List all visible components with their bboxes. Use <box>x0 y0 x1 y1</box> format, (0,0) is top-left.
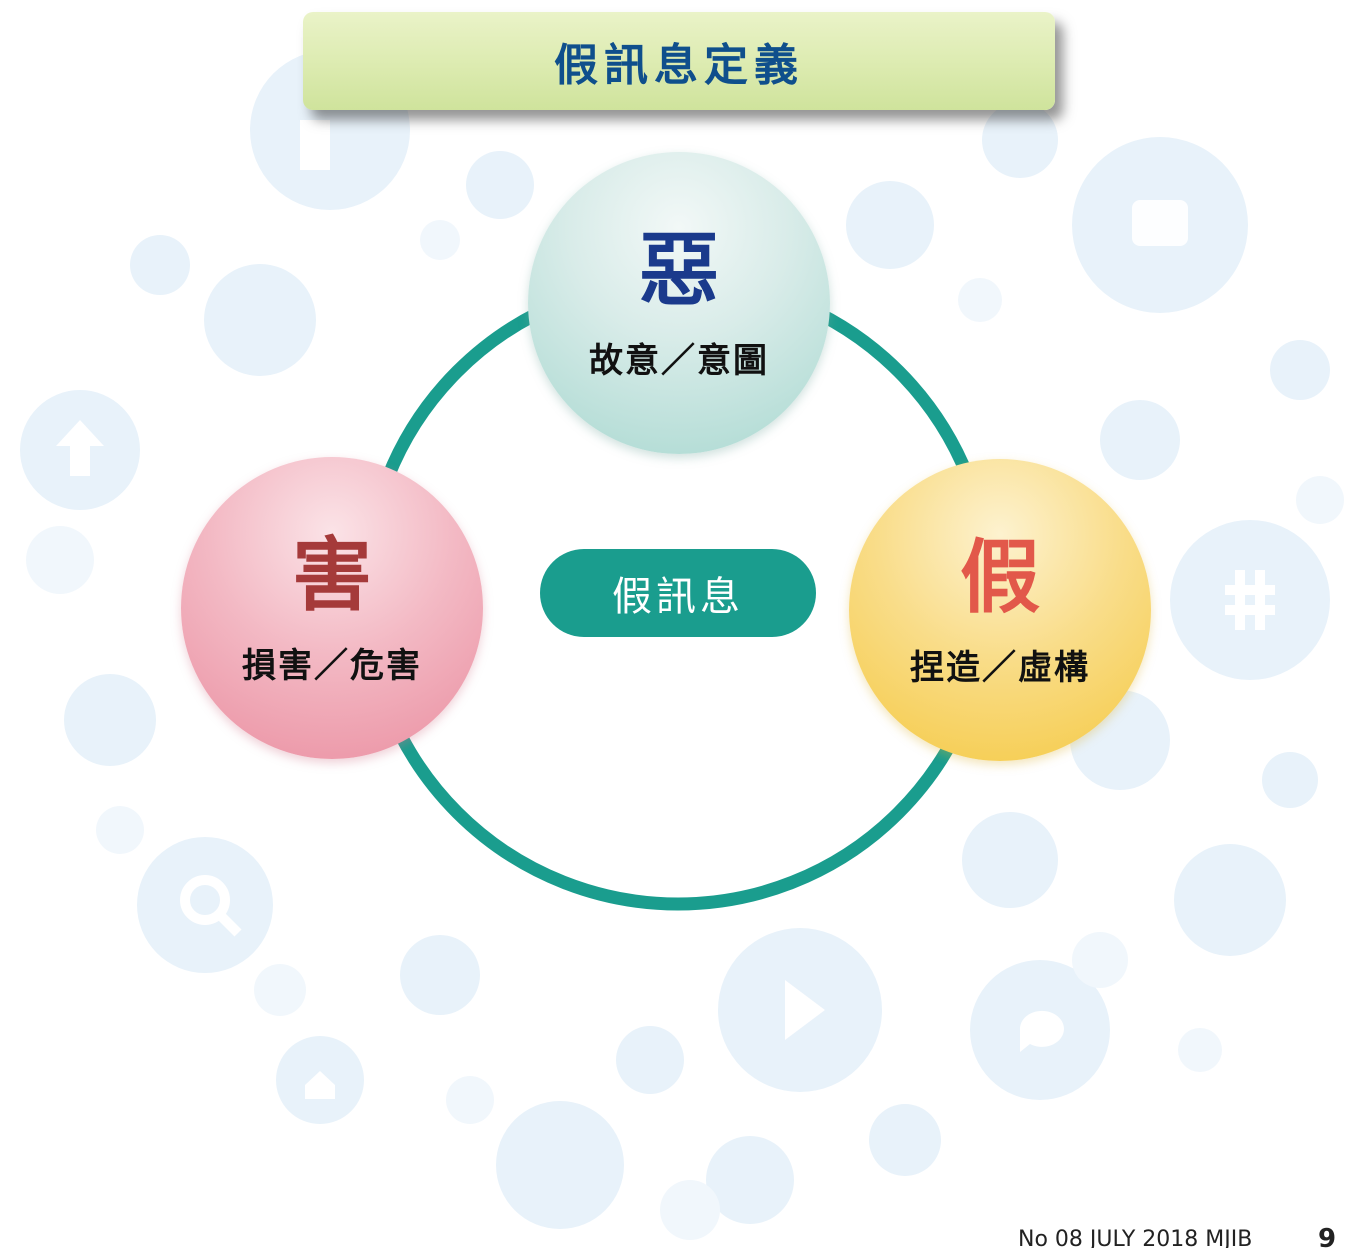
node-false-char: 假 <box>960 530 1040 624</box>
node-malice-label: 故意／意圖 <box>589 340 769 381</box>
page-number: 9 <box>1318 1224 1337 1248</box>
title-banner: 假訊息定義 <box>303 12 1055 110</box>
node-false-label: 捏造／虛構 <box>910 647 1090 688</box>
node-harm: 害 損害／危害 <box>181 457 483 759</box>
node-malice: 惡 故意／意圖 <box>528 152 830 454</box>
node-harm-char: 害 <box>292 528 372 622</box>
node-harm-label: 損害／危害 <box>242 645 422 686</box>
center-pill: 假訊息 <box>540 549 816 637</box>
footer-text: No 08 JULY 2018 MJIB <box>1018 1227 1253 1248</box>
center-label: 假訊息 <box>612 574 744 620</box>
page-title: 假訊息定義 <box>554 40 804 91</box>
node-malice-char: 惡 <box>639 223 719 317</box>
node-false: 假 捏造／虛構 <box>849 459 1151 761</box>
